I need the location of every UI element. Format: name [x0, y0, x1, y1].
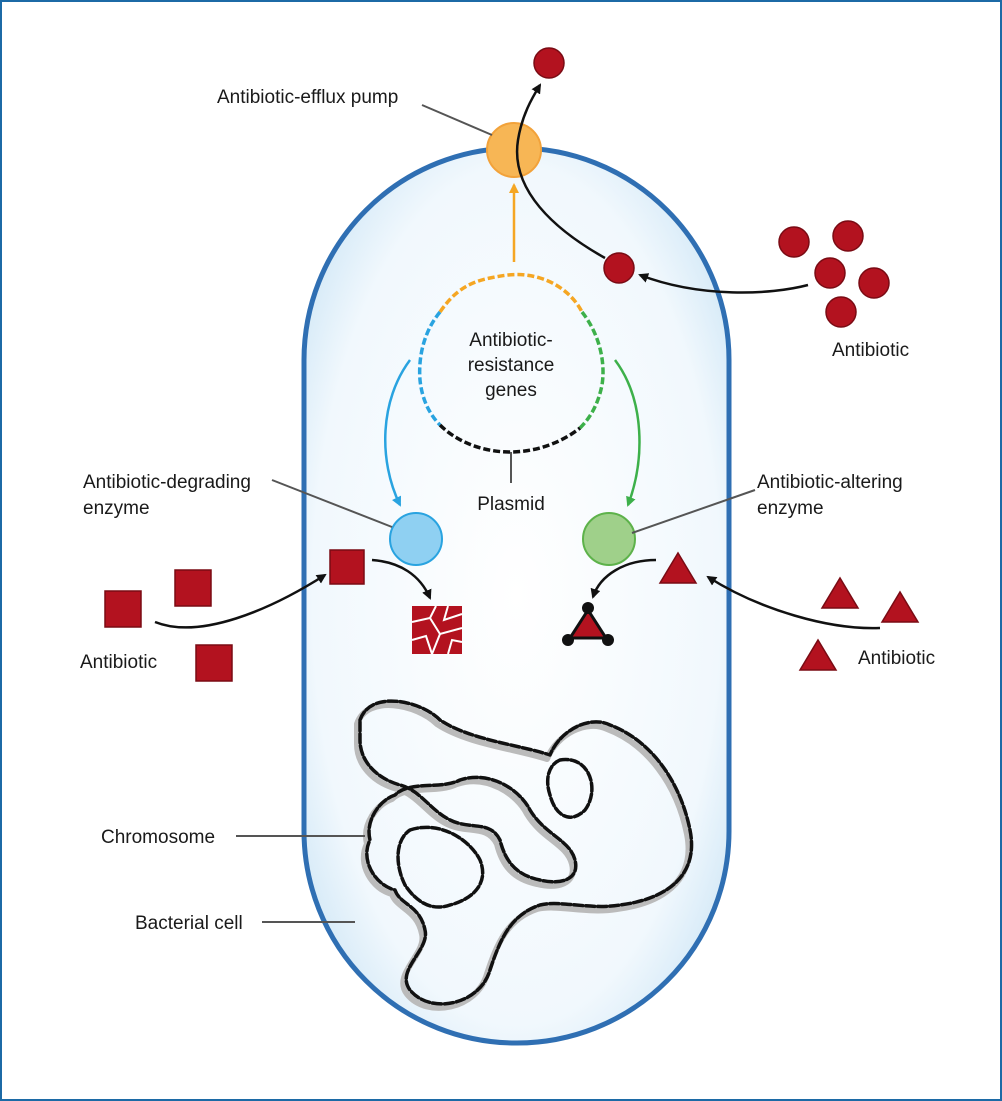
label-degrading-enzyme-2: enzyme: [83, 498, 150, 519]
antibiotic-squares: [104, 549, 365, 682]
altering-enzyme-pointer-line: [631, 489, 756, 534]
antibiotic-triangle: [880, 590, 920, 623]
label-bacterial-cell: Bacterial cell: [135, 913, 243, 934]
label-resistance-genes-3: genes: [485, 380, 537, 401]
altering-enzyme: [582, 512, 636, 566]
arrow-plasmid-to-altering-enzyme: [613, 359, 641, 507]
label-chromosome: Chromosome: [101, 827, 215, 848]
label-efflux-pump: Antibiotic-efflux pump: [217, 87, 398, 108]
plasmid-blue-segment: [417, 310, 442, 427]
plasmid-green-segment: [578, 310, 605, 430]
antibiotic-circle-inside: [603, 252, 635, 284]
label-degrading-enzyme-1: Antibiotic-degrading: [83, 472, 251, 493]
antibiotic-square: [104, 590, 142, 628]
label-altering-enzyme-2: enzyme: [757, 498, 824, 519]
arrow-antibiotic-entry-efflux: [638, 273, 809, 294]
antibiotic-square: [195, 644, 233, 682]
efflux-pump: [486, 122, 542, 178]
altered-antibiotic: [562, 602, 614, 646]
label-antibiotic-degrading: Antibiotic: [80, 652, 157, 673]
antibiotic-circles: [533, 47, 890, 328]
degraded-antibiotic: [411, 605, 463, 655]
arrow-to-degraded: [371, 558, 432, 600]
antibiotic-circle: [778, 226, 810, 258]
efflux-pump-pointer-line: [421, 104, 493, 136]
antibiotic-triangle-inside: [658, 551, 698, 584]
arrow-plasmid-to-degrading-enzyme: [384, 359, 412, 507]
plasmid-orange-segment: [438, 272, 584, 313]
arrow-antibiotic-entry-altering: [706, 575, 881, 630]
antibiotic-circle: [814, 257, 846, 289]
degrading-enzyme: [389, 512, 443, 566]
label-plasmid: Plasmid: [477, 494, 545, 515]
antibiotic-circle: [825, 296, 857, 328]
label-antibiotic-efflux: Antibiotic: [832, 340, 909, 361]
antibiotic-square: [174, 569, 212, 607]
label-resistance-genes-1: Antibiotic-: [469, 330, 552, 351]
arrow-antibiotic-entry-degrading: [154, 573, 327, 629]
antibiotic-circle: [832, 220, 864, 252]
antibiotic-square-inside: [329, 549, 365, 585]
antibiotic-circle: [858, 267, 890, 299]
chromosome: [354, 699, 694, 1011]
degrading-enzyme-pointer-line: [271, 479, 393, 528]
antibiotic-circle-expelled: [533, 47, 565, 79]
antibiotic-triangle: [820, 576, 860, 609]
antibiotic-triangle: [798, 638, 838, 671]
label-resistance-genes-2: resistance: [468, 355, 555, 376]
arrow-to-altered: [590, 558, 657, 599]
label-antibiotic-altering: Antibiotic: [858, 648, 935, 669]
label-altering-enzyme-1: Antibiotic-altering: [757, 472, 903, 493]
arrow-antibiotic-efflux-out: [515, 83, 606, 260]
antibiotic-triangles: [658, 551, 920, 671]
